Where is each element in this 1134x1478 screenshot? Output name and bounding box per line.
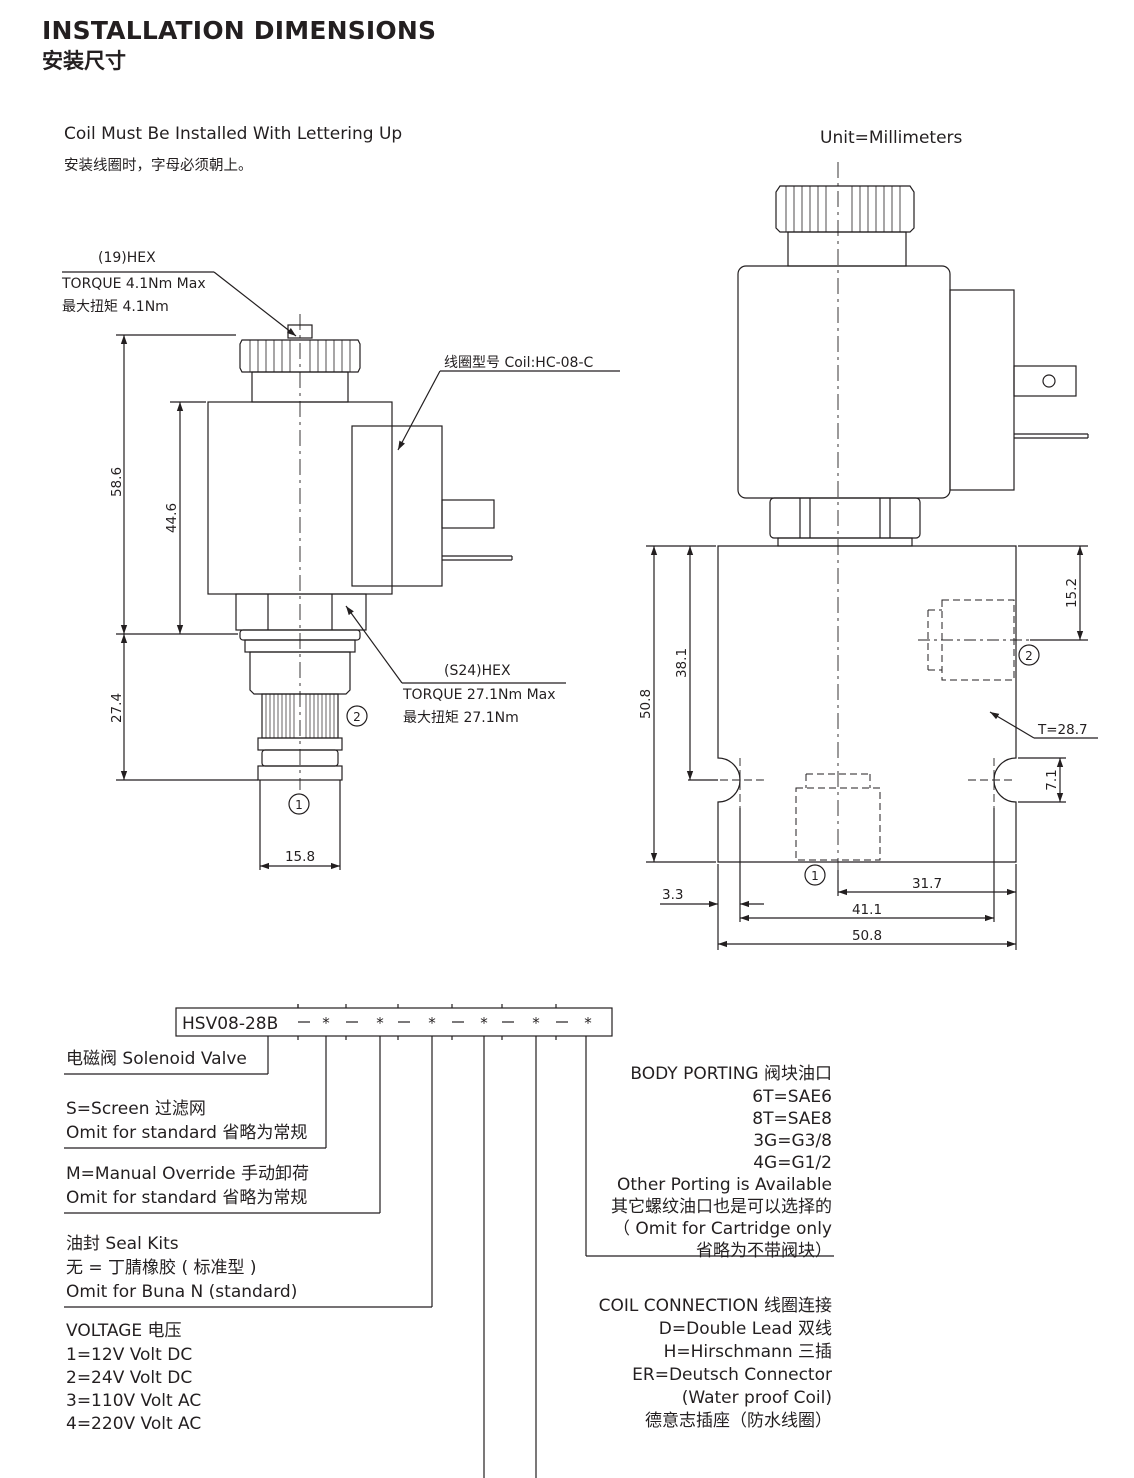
right-port-1-label: 1 (811, 869, 819, 883)
legend-coil-waterproof: (Water proof Coil) (681, 1388, 832, 1408)
legend-voltage-4: 4=220V Volt AC (66, 1414, 202, 1434)
model-code-prefix: HSV08-28B (182, 1014, 278, 1034)
legend-solenoid: 电磁阀 Solenoid Valve (66, 1049, 247, 1069)
torque-bottom-label: TORQUE 27.1Nm Max (403, 687, 556, 703)
dim-50-8-vertical: 50.8 (638, 689, 654, 719)
page-title-cn: 安装尺寸 (42, 49, 126, 73)
legend-seal-title: 油封 Seal Kits (66, 1234, 179, 1254)
legend-voltage-1: 1=12V Volt DC (66, 1345, 193, 1365)
dim-50-8-horizontal: 50.8 (852, 928, 882, 944)
torque-bottom-cn-label: 最大扭矩 27.1Nm (403, 710, 519, 726)
legend-coil-er: ER=Deutsch Connector (632, 1365, 832, 1385)
coil-model-label: 线圈型号 Coil:HC-08-C (444, 355, 594, 371)
model-code-slot-3: * (428, 1014, 436, 1032)
dim-t-28-7: T=28.7 (1037, 722, 1088, 738)
legend-body-title: BODY PORTING 阀块油口 (630, 1064, 832, 1084)
dim-41-1: 41.1 (852, 902, 882, 918)
left-port-2-label: 2 (353, 710, 361, 724)
legend-coil-d: D=Double Lead 双线 (658, 1319, 832, 1339)
legend-body-3g: 3G=G3/8 (753, 1131, 832, 1151)
legend-manual-option: M=Manual Override 手动卸荷 (66, 1164, 310, 1184)
right-valve-view (646, 162, 1098, 950)
legend-body-other-cn: 其它螺纹油口也是可以选择的 (611, 1197, 832, 1217)
legend-manual-standard: Omit for standard 省略为常规 (66, 1188, 308, 1208)
legend-body-omit: （ Omit for Cartridge only (613, 1219, 832, 1239)
torque-top-label: TORQUE 4.1Nm Max (62, 276, 206, 292)
dim-38-1: 38.1 (674, 648, 690, 678)
dim-44-6: 44.6 (164, 503, 180, 533)
left-port-1-label: 1 (295, 798, 303, 812)
legend-voltage-2: 2=24V Volt DC (66, 1368, 193, 1388)
model-code-diagram (64, 1004, 834, 1478)
page-title: INSTALLATION DIMENSIONS (42, 16, 437, 45)
dim-58-6: 58.6 (109, 467, 125, 497)
legend-body-6t: 6T=SAE6 (752, 1087, 832, 1107)
legend-screen-standard: Omit for standard 省略为常规 (66, 1123, 308, 1143)
legend-body-8t: 8T=SAE8 (752, 1109, 832, 1129)
model-code-slot-2: * (376, 1014, 384, 1032)
unit-note: Unit=Millimeters (820, 128, 963, 148)
model-code-slot-5: * (532, 1014, 540, 1032)
legend-body-other: Other Porting is Available (617, 1175, 832, 1195)
torque-top-cn-label: 最大扭矩 4.1Nm (62, 299, 169, 315)
model-code-slot-6: * (584, 1014, 592, 1032)
legend-seal-buna: 无 = 丁腈橡胶 ( 标准型 ) (66, 1258, 257, 1278)
right-port-2-label: 2 (1025, 649, 1033, 663)
dim-15-2: 15.2 (1064, 578, 1080, 608)
coil-note-en: Coil Must Be Installed With Lettering Up (64, 124, 403, 144)
legend-coil-title: COIL CONNECTION 线圈连接 (598, 1296, 832, 1316)
legend-coil-h: H=Hirschmann 三插 (663, 1342, 832, 1362)
legend-voltage-3: 3=110V Volt AC (66, 1391, 202, 1411)
dim-27-4: 27.4 (109, 693, 125, 723)
legend-body-omit-cn: 省略为不带阀块） (696, 1241, 832, 1261)
legend-screen-option: S=Screen 过滤网 (66, 1099, 206, 1119)
left-valve-view (62, 271, 620, 870)
dim-7-1: 7.1 (1044, 769, 1060, 790)
model-code-slot-1: * (322, 1014, 330, 1032)
legend-seal-standard: Omit for Buna N (standard) (66, 1282, 298, 1302)
legend-coil-deutsch-cn: 德意志插座（防水线圈） (645, 1411, 832, 1431)
model-code-slot-4: * (480, 1014, 488, 1032)
hex-bottom-label: (S24)HEX (444, 663, 511, 679)
hex-top-label: (19)HEX (98, 250, 156, 266)
coil-note-cn: 安装线圈时，字母必须朝上。 (64, 158, 253, 174)
dim-3-3: 3.3 (662, 887, 683, 903)
dim-31-7: 31.7 (912, 876, 942, 892)
legend-body-4g: 4G=G1/2 (753, 1153, 832, 1173)
legend-voltage-title: VOLTAGE 电压 (66, 1321, 182, 1341)
dim-15-8: 15.8 (285, 849, 315, 865)
